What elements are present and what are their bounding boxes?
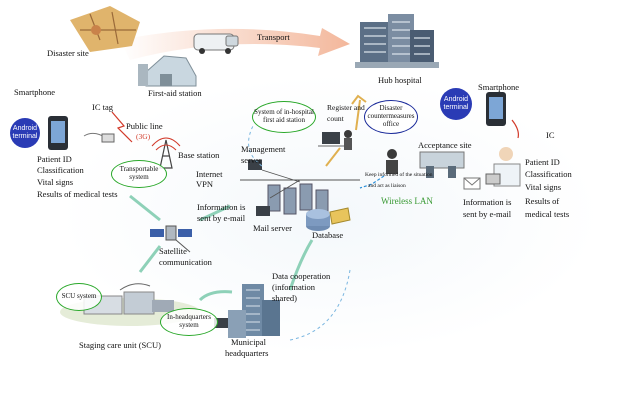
transportable-system-oval: Transportable system <box>111 160 167 188</box>
label-wireless-lan: Wireless LAN <box>381 196 433 206</box>
data-cooperation-link <box>288 239 314 291</box>
label-results-of-right: Results of <box>525 196 560 206</box>
label-vital-signs-left: Vital signs <box>37 177 74 187</box>
label-database: Database <box>312 230 344 240</box>
label-hub-hospital: Hub hospital <box>378 75 422 85</box>
label-smartphone-right: Smartphone <box>478 82 520 92</box>
label-results-left: Results of medical tests <box>37 189 118 199</box>
label-info-email-left-2: sent by e-mail <box>197 213 246 223</box>
server-cluster-illustration <box>248 160 351 231</box>
label-first-aid-station: First-aid station <box>148 88 202 98</box>
label-info-email-left-1: Information is <box>197 202 246 212</box>
register-arrow <box>351 94 367 131</box>
label-keep-informed-2: and act as liaison <box>368 183 406 189</box>
label-ic-right: IC <box>546 130 555 140</box>
inhq-system-oval: In-headquarters system <box>160 308 218 336</box>
label-mail-server: Mail server <box>253 223 292 233</box>
label-data-cooperation-2: (information <box>272 282 315 292</box>
scu-system-oval: SCU system <box>56 283 102 311</box>
label-classification-left: Classification <box>37 165 84 175</box>
hq-database-link <box>289 269 351 341</box>
label-patient-id-right: Patient ID <box>525 157 560 167</box>
label-medical-tests-right: medical tests <box>525 209 570 219</box>
label-municipal: Municipal <box>231 337 266 347</box>
wireless-lan-link <box>359 175 385 189</box>
inhospital-system-oval: System of in-hospital first aid station <box>252 101 316 133</box>
label-internet: Internet <box>196 169 223 179</box>
satellite-links <box>129 194 231 273</box>
label-data-cooperation-3: shared) <box>272 293 298 303</box>
disaster-office-oval: Disaster countermeasures office <box>364 100 418 134</box>
hub-hospital-illustration <box>355 14 439 68</box>
label-vpn: VPN <box>196 179 214 189</box>
label-register: Register and <box>327 103 365 112</box>
label-transport: Transport <box>257 32 290 42</box>
android-terminal-badge-left: Android terminal <box>10 118 40 148</box>
label-vital-signs-right: Vital signs <box>525 182 562 192</box>
scu-hq-link <box>198 290 233 302</box>
hospital-staff-illustration <box>318 130 465 178</box>
first-aid-tent-illustration <box>138 55 197 87</box>
label-keep-informed-1: Keep informed of the situation <box>365 172 433 178</box>
wireless-link-right <box>511 119 519 139</box>
base-station-illustration <box>151 137 181 169</box>
lan-lines <box>240 169 360 199</box>
right-smartphone-illustration <box>485 92 521 187</box>
label-base-station: Base station <box>178 150 220 160</box>
label-acceptance-site: Acceptance site <box>418 140 472 150</box>
disaster-site-illustration <box>70 6 140 52</box>
label-communication: communication <box>159 257 212 267</box>
label-count: count <box>327 114 344 123</box>
label-headquarters: headquarters <box>225 348 269 358</box>
label-public-line: Public line <box>126 121 163 131</box>
label-staging-care-unit: Staging care unit (SCU) <box>79 340 161 350</box>
label-smartphone-left: Smartphone <box>14 87 56 97</box>
label-disaster-site: Disaster site <box>47 48 89 58</box>
label-classification-right: Classification <box>525 169 572 179</box>
satellite-illustration <box>150 225 192 253</box>
inhospital-link <box>248 123 263 167</box>
android-terminal-badge-right: Android terminal <box>440 88 472 120</box>
label-info-email-right-1: Information is <box>463 197 512 207</box>
label-server: server <box>241 155 262 165</box>
label-satellite: Satellite <box>159 246 187 256</box>
count-arrow <box>325 147 341 167</box>
ambulance-illustration <box>193 33 239 54</box>
email-icon <box>463 177 481 190</box>
label-ic-tag: IC tag <box>92 102 114 112</box>
label-data-cooperation-1: Data cooperation <box>272 271 331 281</box>
wireless-link-left <box>111 111 133 143</box>
label-public-line-3g: (3G) <box>136 132 151 141</box>
label-management: Management <box>241 144 286 154</box>
label-patient-id-left: Patient ID <box>37 154 72 164</box>
municipal-hq-illustration <box>214 284 280 338</box>
label-info-email-right-2: sent by e-mail <box>463 209 512 219</box>
left-smartphone-illustration <box>48 116 115 150</box>
